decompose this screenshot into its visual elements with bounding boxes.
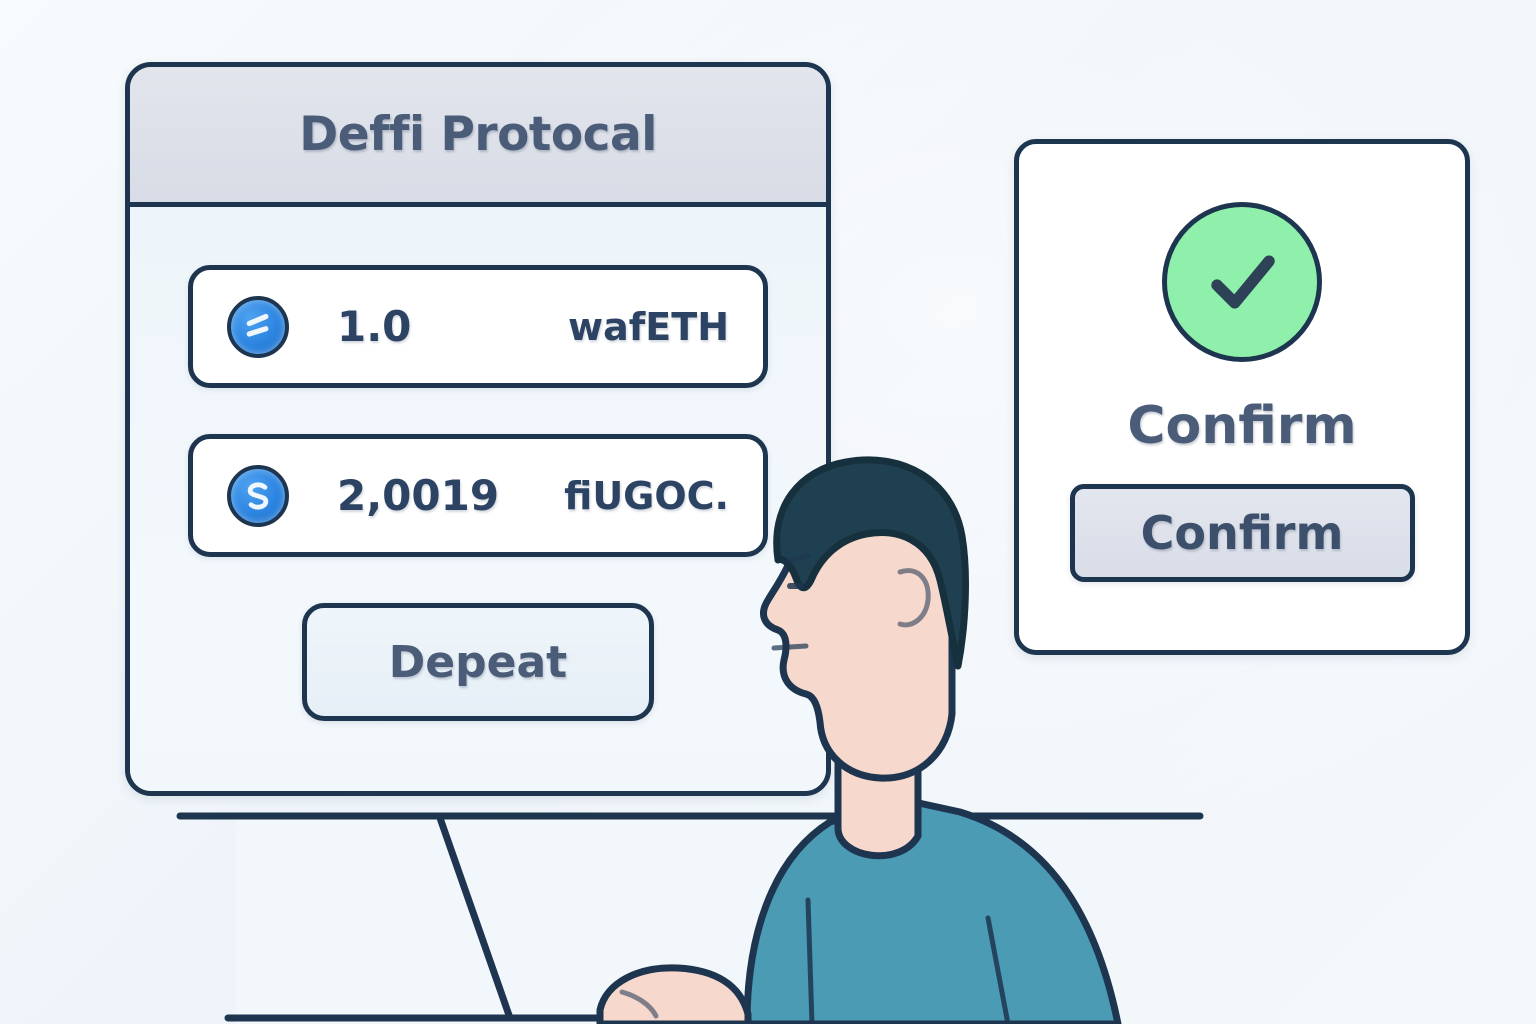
panel-title: Deffi Protocal [299, 107, 657, 162]
confirm-card: Confirm Confirm [1014, 139, 1470, 655]
token-symbol: fiUGOC. [564, 473, 729, 518]
check-circle-icon [1162, 202, 1322, 362]
token-row[interactable]: 2,0019 fiUGOC. [188, 434, 768, 557]
confirm-heading: Confirm [1127, 396, 1357, 456]
confirm-button-label: Confirm [1140, 506, 1344, 560]
usdc-coin-icon [227, 464, 289, 527]
confirm-button[interactable]: Confirm [1069, 484, 1415, 582]
token-row[interactable]: 1.0 wafETH [188, 265, 768, 388]
deposit-button-label: Depeat [388, 636, 568, 688]
panel-body: 1.0 wafETH 2,0019 fiUGOC. Depeat [130, 207, 826, 791]
ethereum-coin-icon [227, 295, 289, 358]
panel-header: Deffi Protocal [130, 67, 826, 207]
token-symbol: wafETH [568, 304, 729, 349]
token-amount: 2,0019 [337, 471, 500, 520]
deposit-button[interactable]: Depeat [302, 603, 654, 721]
token-amount: 1.0 [337, 302, 412, 351]
defi-protocol-panel: Deffi Protocal 1.0 wafETH [125, 62, 831, 796]
